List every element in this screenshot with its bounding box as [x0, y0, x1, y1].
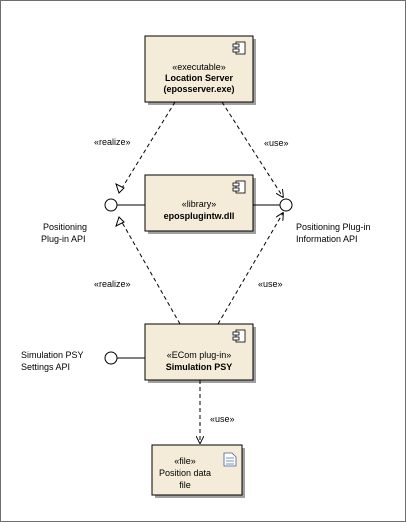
component-name: Location Server	[165, 73, 234, 83]
component-icon	[232, 180, 246, 194]
artifact-name-line2: file	[179, 480, 191, 490]
stereotype-label: «executable»	[172, 62, 226, 72]
artifact-name: Position data	[159, 468, 211, 478]
component-icon	[232, 329, 246, 343]
info-api-label: Positioning Plug-in	[296, 222, 371, 232]
component-name: Simulation PSY	[166, 362, 233, 372]
settings-api-label-line2: Settings API	[21, 362, 70, 372]
component-icon	[232, 41, 246, 55]
positioning-info-api-interface[interactable]	[279, 198, 293, 212]
location-server-component[interactable]: «executable» Location Server (eposserver…	[144, 35, 256, 105]
positioning-api-label: Positioning	[43, 222, 87, 232]
simulation-settings-api-interface[interactable]	[104, 351, 118, 365]
positioning-plugin-api-interface[interactable]	[104, 198, 118, 212]
stereotype-label: «library»	[182, 199, 217, 209]
component-name: eposplugintw.dll	[164, 211, 235, 221]
settings-api-label: Simulation PSY	[21, 350, 84, 360]
library-component[interactable]: «library» eposplugintw.dll	[144, 174, 256, 234]
stereotype-label: «file»	[174, 456, 196, 466]
info-api-label-line2: Information API	[296, 234, 358, 244]
document-icon	[223, 452, 237, 467]
use-label-file: «use»	[210, 414, 235, 424]
use-dependency-top	[221, 101, 283, 197]
component-name-line2: (eposserver.exe)	[163, 84, 234, 94]
realize-dependency-top	[118, 101, 176, 194]
stereotype-label: «ECom plug-in»	[167, 350, 232, 360]
realize-arrowhead	[115, 216, 125, 227]
use-dependency-bottom	[217, 213, 283, 325]
realize-arrowhead	[115, 183, 125, 194]
realize-label-top: «realize»	[94, 137, 131, 147]
positioning-api-label-line2: Plug-in API	[41, 234, 86, 244]
use-label-bottom: «use»	[258, 279, 283, 289]
simulation-psy-component[interactable]: «ECom plug-in» Simulation PSY	[144, 323, 256, 383]
position-data-file-artifact[interactable]: «file» Position data file	[151, 444, 245, 498]
realize-label-bottom: «realize»	[94, 279, 131, 289]
use-label-top: «use»	[264, 138, 289, 148]
